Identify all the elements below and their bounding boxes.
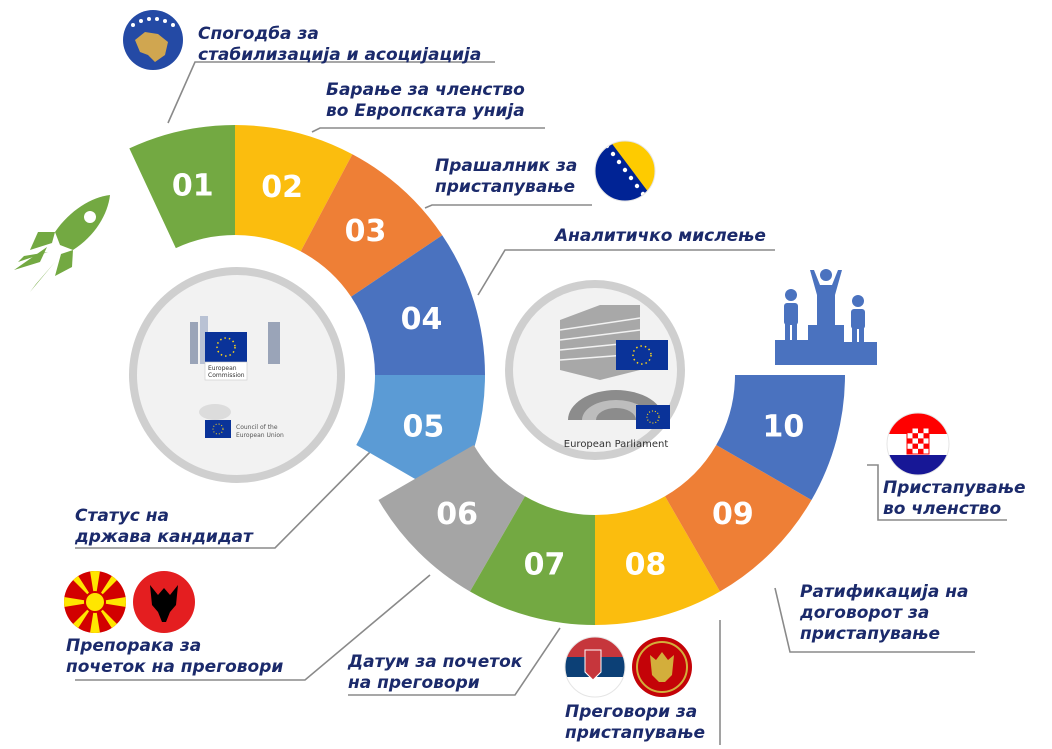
parliament-caption: European Parliament xyxy=(564,439,669,450)
montenegro-flag-icon xyxy=(632,637,692,697)
step-number-10: 10 xyxy=(762,409,804,444)
step-number-07: 07 xyxy=(524,547,566,582)
step-number-06: 06 xyxy=(436,497,478,532)
step-number-01: 01 xyxy=(172,169,214,204)
segment-01 xyxy=(129,125,235,249)
segment-02 xyxy=(235,125,353,252)
serbia-flag-icon xyxy=(564,636,626,698)
croatia-flag-icon xyxy=(886,412,950,476)
step-number-04: 04 xyxy=(401,302,443,337)
segment-06 xyxy=(378,445,525,592)
step-number-08: 08 xyxy=(625,547,667,582)
step-04-label: Аналитичко мислење xyxy=(555,226,766,246)
segment-07 xyxy=(470,496,595,625)
left-institution-circle: European Commission Council of the Europ… xyxy=(129,267,345,483)
segment-08 xyxy=(595,496,720,625)
ring-segments: 01 02 03 04 05 06 07 08 09 10 xyxy=(129,125,845,625)
albania-flag-icon xyxy=(133,571,195,633)
parliament-logo: European Parliament xyxy=(559,305,670,450)
svg-text:Commission: Commission xyxy=(208,372,245,379)
kosovo-flag-icon xyxy=(123,10,183,70)
rocket-icon xyxy=(14,195,110,292)
segment-03 xyxy=(300,154,443,297)
step-number-03: 03 xyxy=(345,214,387,249)
segment-10 xyxy=(716,375,845,500)
step-number-02: 02 xyxy=(261,170,303,205)
svg-text:European Union: European Union xyxy=(236,432,284,439)
step-number-09: 09 xyxy=(712,497,754,532)
commission-caption: European xyxy=(208,365,237,372)
council-logo: Council of the European Union xyxy=(199,404,284,439)
right-institution-circle: European Parliament xyxy=(505,280,685,460)
svg-text:Council of the: Council of the xyxy=(236,424,278,431)
commission-logo: European Commission xyxy=(190,316,280,381)
connector-lines xyxy=(75,61,1007,745)
step-number-05: 05 xyxy=(402,409,444,444)
podium-icon xyxy=(775,269,877,365)
bosnia-flag-icon xyxy=(594,140,656,202)
segment-04 xyxy=(351,235,485,375)
segment-09 xyxy=(665,445,812,592)
macedonia-flag-icon xyxy=(64,571,126,633)
